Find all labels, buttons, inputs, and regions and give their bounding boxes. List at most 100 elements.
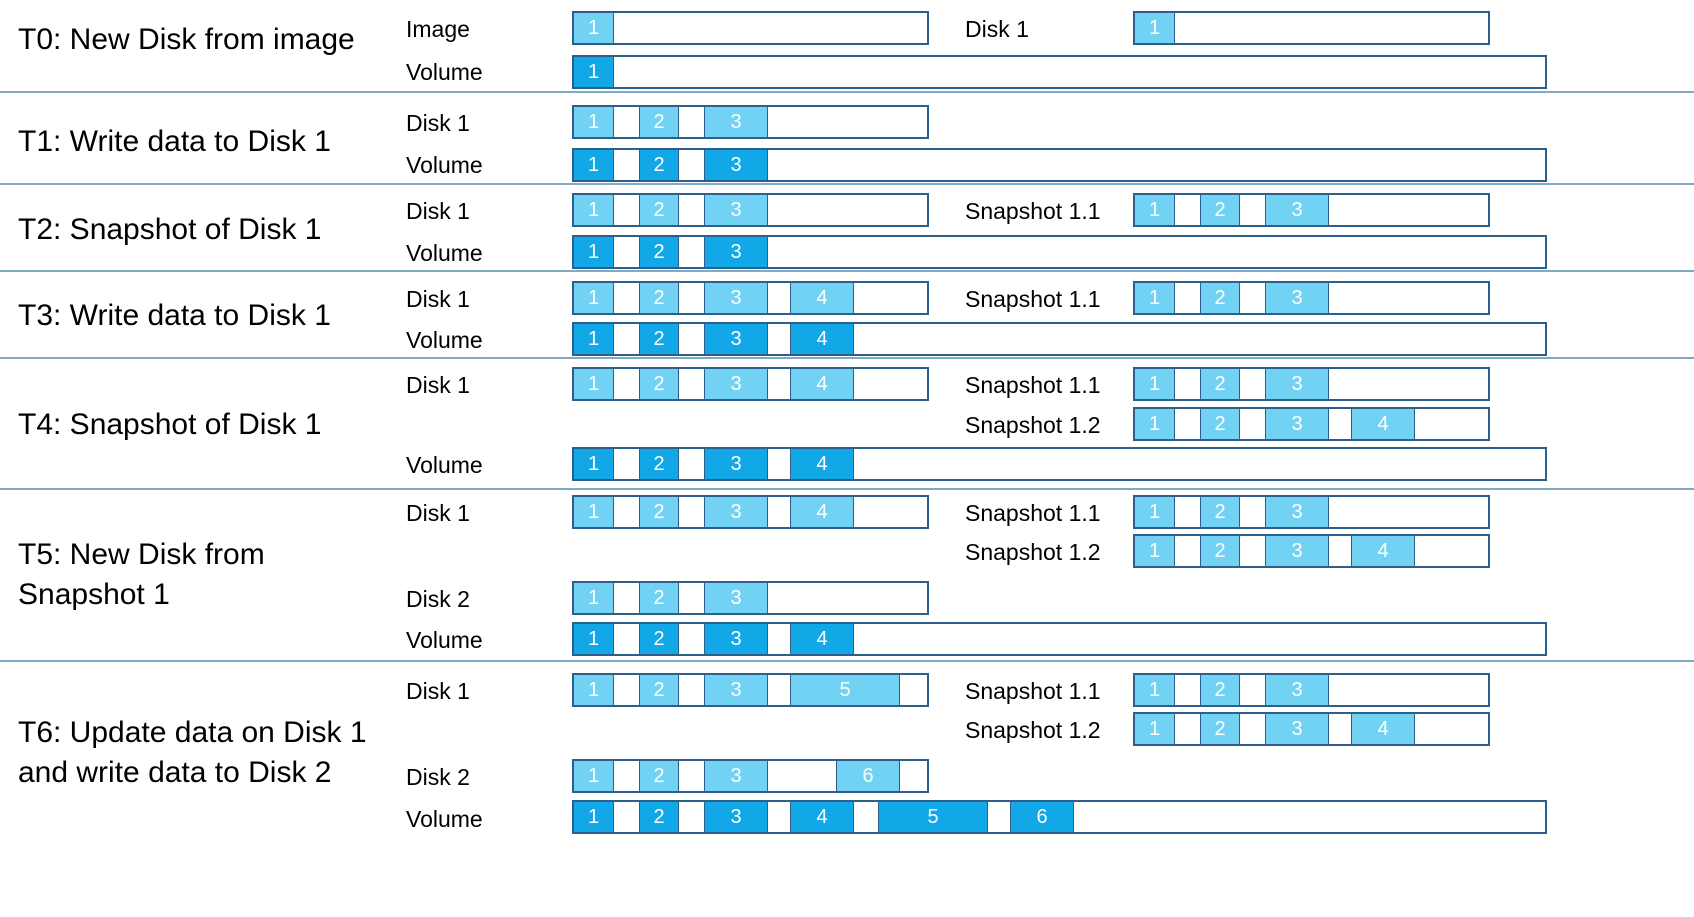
bar-label-t1-disk1: Disk 1 <box>406 110 470 136</box>
block-t2-snap11-1: 1 <box>1135 195 1175 225</box>
block-t6-disk2-6: 6 <box>836 761 900 791</box>
block-t5-disk1-1: 1 <box>574 497 614 527</box>
block-t6-volume-5: 5 <box>878 802 988 832</box>
bar-label-t4-volume: Volume <box>406 452 483 478</box>
block-t4-volume-2: 2 <box>639 449 679 479</box>
block-t2-disk1-1: 1 <box>574 195 614 225</box>
block-t5-snap11-2: 2 <box>1200 497 1240 527</box>
step-label-t4: T4: Snapshot of Disk 1 <box>18 408 322 441</box>
block-t3-disk1-4: 4 <box>790 283 854 313</box>
block-t4-volume-4: 4 <box>790 449 854 479</box>
block-t4-snap11-1: 1 <box>1135 369 1175 399</box>
block-t5-disk1-3: 3 <box>704 497 768 527</box>
block-t6-snap12-4: 4 <box>1351 714 1415 744</box>
block-t3-volume-4: 4 <box>790 324 854 354</box>
bar-label-t1-volume: Volume <box>406 152 483 178</box>
block-t4-snap11-3: 3 <box>1265 369 1329 399</box>
block-t3-snap11-1: 1 <box>1135 283 1175 313</box>
block-t2-disk1-3: 3 <box>704 195 768 225</box>
block-t4-snap12-1: 1 <box>1135 409 1175 439</box>
row-separator-0 <box>0 91 1694 93</box>
block-t2-snap11-3: 3 <box>1265 195 1329 225</box>
block-t6-snap12-2: 2 <box>1200 714 1240 744</box>
block-t4-volume-3: 3 <box>704 449 768 479</box>
block-t1-disk1-1: 1 <box>574 107 614 137</box>
bar-track-t0-image: 1 <box>572 11 929 45</box>
block-t6-volume-3: 3 <box>704 802 768 832</box>
block-t5-disk1-4: 4 <box>790 497 854 527</box>
block-t4-disk1-2: 2 <box>639 369 679 399</box>
bar-label-t6-snap11: Snapshot 1.1 <box>965 678 1101 704</box>
bar-label-t2-volume: Volume <box>406 240 483 266</box>
bar-label-t5-snap12: Snapshot 1.2 <box>965 539 1101 565</box>
block-t6-snap12-3: 3 <box>1265 714 1329 744</box>
block-t4-disk1-1: 1 <box>574 369 614 399</box>
block-t5-volume-2: 2 <box>639 624 679 654</box>
block-t3-disk1-3: 3 <box>704 283 768 313</box>
block-t6-disk2-3: 3 <box>704 761 768 791</box>
block-t6-disk1-5: 5 <box>790 675 900 705</box>
bar-label-t5-disk2: Disk 2 <box>406 586 470 612</box>
block-t4-snap12-3: 3 <box>1265 409 1329 439</box>
block-t5-disk2-2: 2 <box>639 583 679 613</box>
block-t1-volume-1: 1 <box>574 150 614 180</box>
block-t3-volume-3: 3 <box>704 324 768 354</box>
block-t5-snap12-4: 4 <box>1351 536 1415 566</box>
block-t6-volume-1: 1 <box>574 802 614 832</box>
block-t3-snap11-2: 2 <box>1200 283 1240 313</box>
bar-label-t6-snap12: Snapshot 1.2 <box>965 717 1101 743</box>
block-t5-snap12-3: 3 <box>1265 536 1329 566</box>
bar-label-t5-snap11: Snapshot 1.1 <box>965 500 1101 526</box>
block-t6-snap11-2: 2 <box>1200 675 1240 705</box>
row-separator-5 <box>0 660 1694 662</box>
step-label-t0: T0: New Disk from image <box>18 23 355 56</box>
block-t2-volume-1: 1 <box>574 237 614 267</box>
block-t6-volume-6: 6 <box>1010 802 1074 832</box>
row-separator-1 <box>0 183 1694 185</box>
bar-label-t6-disk2: Disk 2 <box>406 764 470 790</box>
block-t5-snap12-1: 1 <box>1135 536 1175 566</box>
block-t4-disk1-4: 4 <box>790 369 854 399</box>
block-t5-volume-3: 3 <box>704 624 768 654</box>
bar-label-t3-volume: Volume <box>406 327 483 353</box>
bar-label-t4-snap11: Snapshot 1.1 <box>965 372 1101 398</box>
bar-label-t4-snap12: Snapshot 1.2 <box>965 412 1101 438</box>
block-t6-snap11-3: 3 <box>1265 675 1329 705</box>
bar-track-t0-disk1: 1 <box>1133 11 1490 45</box>
block-t1-volume-2: 2 <box>639 150 679 180</box>
bar-label-t2-disk1: Disk 1 <box>406 198 470 224</box>
block-t5-volume-4: 4 <box>790 624 854 654</box>
bar-track-t0-volume: 1 <box>572 55 1547 89</box>
bar-label-t5-volume: Volume <box>406 627 483 653</box>
block-t6-volume-2: 2 <box>639 802 679 832</box>
block-t5-disk2-3: 3 <box>704 583 768 613</box>
bar-label-t6-disk1: Disk 1 <box>406 678 470 704</box>
block-t4-snap12-2: 2 <box>1200 409 1240 439</box>
block-t3-volume-1: 1 <box>574 324 614 354</box>
bar-label-t0-volume: Volume <box>406 59 483 85</box>
step-label-t1: T1: Write data to Disk 1 <box>18 125 331 158</box>
block-t0-volume-1: 1 <box>574 57 614 87</box>
bar-label-t2-snap11: Snapshot 1.1 <box>965 198 1101 224</box>
block-t2-snap11-2: 2 <box>1200 195 1240 225</box>
block-t5-disk1-2: 2 <box>639 497 679 527</box>
block-t5-snap11-1: 1 <box>1135 497 1175 527</box>
block-t3-disk1-1: 1 <box>574 283 614 313</box>
row-separator-3 <box>0 357 1694 359</box>
